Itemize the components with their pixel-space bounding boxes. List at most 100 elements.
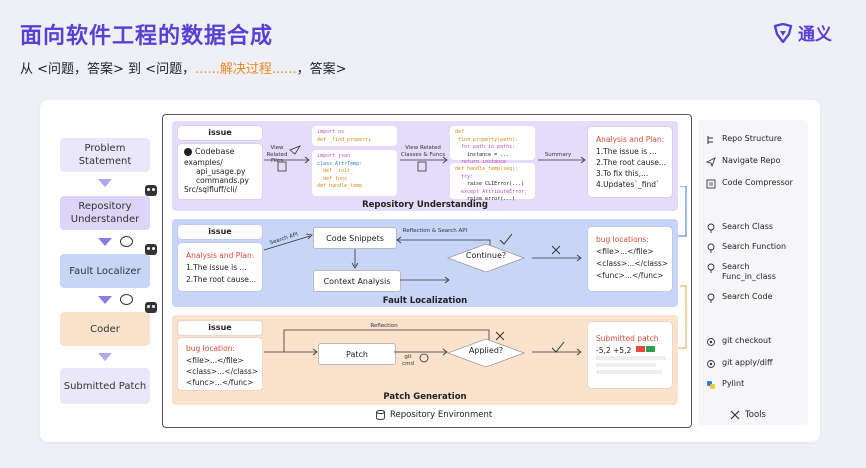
code-snippet-3: def _find_property(path): for path in pa…: [450, 126, 535, 165]
tool-connectors: [678, 186, 687, 349]
bug-title: bug location:: [186, 344, 235, 353]
tool-search-function: Search Function: [706, 242, 786, 253]
repo-structure-icon: [707, 136, 713, 144]
diff-line: [596, 370, 662, 374]
bug-line: <file>...</file>: [186, 356, 244, 365]
tool-git-checkout: git checkout: [706, 336, 771, 347]
code-snippet-4: def handle_temp(seq): try: raise CLIErro…: [450, 163, 535, 202]
chat-bubble-icon: [120, 294, 133, 305]
stage3-label: Patch Generation: [383, 392, 467, 402]
search-icon: [707, 263, 715, 273]
stage1-label: Repository Understanding: [362, 200, 488, 210]
file-examples: examples/: [184, 158, 223, 167]
file-src-cli: Src/sqlfluff/cli/: [184, 185, 238, 194]
bug-title: bug locations:: [596, 235, 649, 244]
diff-added-block: [646, 346, 655, 352]
analysis-line: 2.The root cause...: [596, 158, 667, 167]
check-icon: [551, 341, 565, 353]
analysis-line: 4.Updates`_find`: [596, 180, 660, 189]
code-line: def _init_: [323, 168, 354, 174]
gear-icon: [707, 338, 715, 346]
codebase-card: Codebase examples/ api_usage.py commands…: [178, 144, 262, 199]
search-icon: [707, 243, 715, 253]
tongyi-logo: 通义: [772, 20, 832, 45]
code-line: def handle_temp: [317, 183, 363, 189]
code-snippet-1: import os def _find_property: [312, 126, 397, 146]
down-arrow-icon: [98, 296, 112, 304]
logo-text: 通义: [798, 25, 832, 45]
code-line: except AttributeError:: [461, 188, 528, 195]
code-line: import json: [317, 153, 351, 159]
left-step-repository-understander: Repository Understander: [60, 196, 150, 230]
stage2-flow-lines: [263, 233, 582, 284]
tool-label: Repo Structure: [722, 134, 782, 143]
stage1-arrows-1: [264, 145, 310, 172]
applied-label: Applied?: [468, 346, 504, 355]
diff-line: [596, 363, 656, 367]
tools-icon: [730, 410, 740, 420]
code-line: return instance: [461, 159, 507, 165]
context-analysis-node: Context Analysis: [313, 270, 401, 292]
analysis-line: 1.The issue is ...: [596, 147, 657, 156]
python-icon: [707, 381, 715, 389]
code-line: def handle_temp(seq):: [455, 166, 519, 172]
tool-pylint: Pylint: [706, 379, 744, 390]
diff-header: -5,2 +5,2: [596, 346, 632, 355]
gear-icon: [419, 353, 429, 363]
subtitle-highlight: ......解决过程......: [195, 62, 297, 77]
robot-icon: [145, 302, 157, 313]
left-step-submitted-patch: Submitted Patch: [60, 368, 150, 404]
database-icon: [376, 410, 385, 420]
chat-bubble-icon: [120, 236, 133, 247]
submitted-patch-card: Submitted patch -5,2 +5,2: [588, 322, 672, 388]
analysis-title: Analysis and Plan:: [596, 135, 665, 144]
search-icon: [707, 223, 715, 233]
stage3-flow-lines: [264, 329, 582, 363]
left-step-coder: Coder: [60, 312, 150, 346]
stage3-issue-card: issue: [178, 321, 262, 335]
left-step-fault-localizer: Fault Localizer: [60, 254, 150, 288]
subtitle-part-1: 从 <问题，答案> 到 <问题，: [20, 62, 196, 77]
environment-label: Repository Environment: [390, 410, 493, 420]
tool-label: Code Compressor: [722, 178, 793, 187]
analysis-line: 2.The root cause...: [186, 275, 257, 284]
tool-code-compressor: Code Compressor: [706, 178, 793, 189]
tool-git-apply-diff: git apply/diff: [706, 358, 773, 369]
code-line: for path in paths:: [461, 144, 516, 150]
stage3-bug-card: bug location: <file>...</file> <class>..…: [178, 338, 262, 390]
diff-line: [596, 356, 666, 360]
compressor-icon: [706, 179, 716, 189]
doc-icon: [277, 161, 287, 172]
repository-environment-frame: [162, 114, 692, 428]
page-title: 面向软件工程的数据合成: [20, 24, 274, 49]
tool-label: Navigate Repo: [722, 156, 781, 165]
code-line: try:: [461, 173, 474, 180]
analysis-title: Analysis and Plan:: [186, 251, 255, 260]
doc-icon: [417, 161, 427, 172]
code-line: class AttrTemp:: [317, 160, 363, 167]
tool-search-func-in-class: Search Func_in_class: [706, 262, 786, 282]
codebase-label: Codebase: [195, 147, 235, 156]
bug-line: <func>...</func>: [596, 271, 664, 280]
analysis-line: 3.To fix this,...: [596, 169, 649, 178]
submitted-title: Submitted patch: [596, 334, 659, 343]
down-arrow-icon: [98, 179, 112, 187]
view-related-files-label: View Related Files: [266, 145, 288, 165]
summary-label: Summary: [544, 152, 572, 158]
code-line: instance = ...: [467, 151, 510, 158]
file-commands: commands.py: [196, 176, 249, 185]
summary-arrow: [538, 156, 586, 164]
tools-footer-label: Tools: [745, 410, 766, 420]
search-icon: [707, 293, 715, 303]
view-related-classes-label: View Related Classes & Funcs: [400, 145, 446, 158]
stage1-arrows-2: [400, 156, 448, 172]
code-line: def _find_property: [317, 136, 372, 143]
check-icon: [499, 233, 513, 245]
left-step-problem-statement: Problem Statement: [60, 138, 150, 172]
tools-panel: [698, 120, 808, 425]
robot-icon: [145, 185, 157, 196]
bug-line: <class>...</class>: [596, 259, 669, 268]
tool-label: git checkout: [722, 336, 772, 345]
code-line: def func: [323, 175, 348, 182]
subtitle-part-2: ，答案>: [296, 62, 347, 77]
